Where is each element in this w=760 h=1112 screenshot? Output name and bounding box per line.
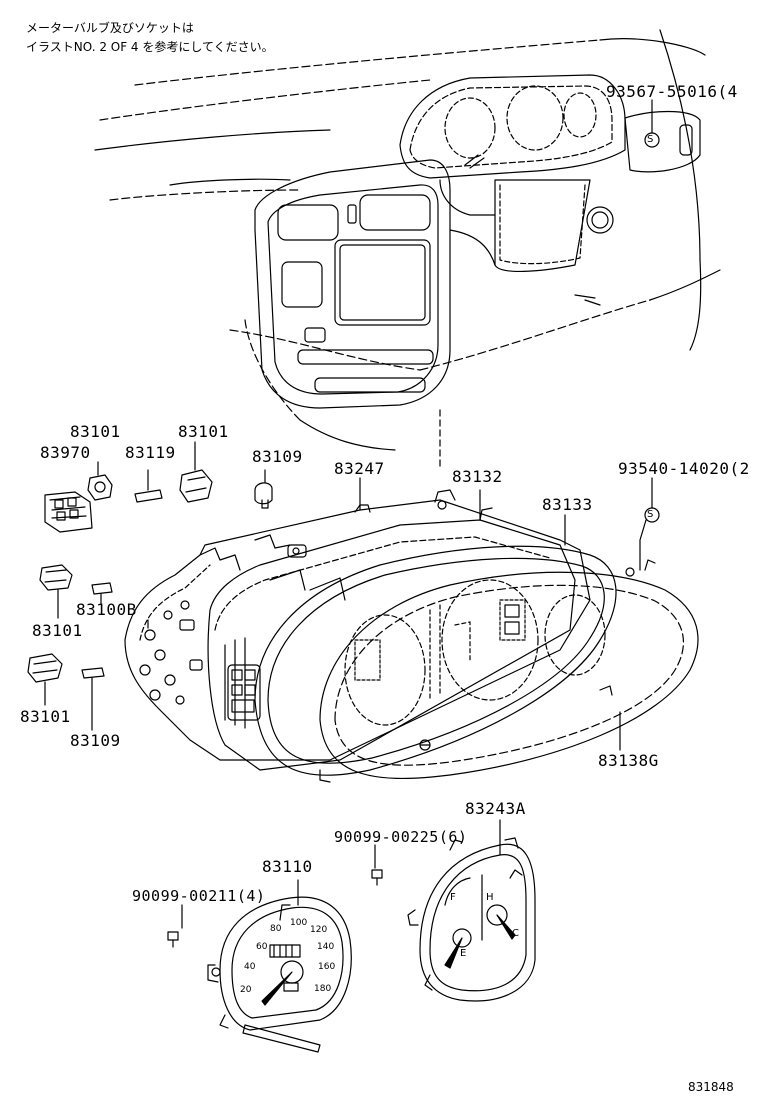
speedometer: [167, 879, 352, 1053]
small-parts: [27, 441, 273, 731]
part-label-83110[interactable]: 83110: [262, 857, 313, 876]
part-label-83109-a[interactable]: 83109: [252, 447, 303, 466]
part-label-83109-b[interactable]: 83109: [70, 731, 121, 750]
part-label-90099-00225[interactable]: 90099-00225(6): [334, 828, 468, 846]
speed-tick-60: 60: [256, 942, 268, 952]
speed-tick-180: 180: [314, 984, 332, 994]
fuel-full-mark: F: [450, 892, 456, 903]
temp-hot-mark: H: [486, 892, 494, 903]
part-label-83101-a[interactable]: 83101: [70, 422, 121, 441]
part-label-83970[interactable]: 83970: [40, 443, 91, 462]
part-label-93540[interactable]: 93540-14020(2: [618, 459, 750, 478]
speed-tick-120: 120: [310, 925, 328, 935]
part-label-83101-c[interactable]: 83101: [32, 621, 83, 640]
speed-tick-100: 100: [290, 918, 308, 928]
center-console: [254, 159, 591, 409]
speed-tick-40: 40: [244, 962, 256, 972]
part-label-83101-d[interactable]: 83101: [20, 707, 71, 726]
part-label-83247[interactable]: 83247: [334, 459, 385, 478]
speed-tick-140: 140: [317, 942, 335, 952]
fuel-empty-mark: E: [460, 948, 467, 959]
part-label-83138g[interactable]: 83138G: [598, 751, 659, 770]
fuel-temp-gauge: [371, 819, 536, 1002]
part-label-83132[interactable]: 83132: [452, 467, 503, 486]
temp-cold-mark: C: [512, 928, 519, 939]
part-label-83101-b[interactable]: 83101: [178, 422, 229, 441]
dashboard-outline: [94, 29, 721, 471]
note-line-2: イラストNO. 2 OF 4 を参考にしてください。: [26, 40, 274, 54]
screw-symbol-2-letter: S: [647, 509, 654, 520]
part-label-83119[interactable]: 83119: [125, 443, 176, 462]
note-line-1: メーターバルブ及びソケットは: [26, 21, 194, 35]
part-label-83243a[interactable]: 83243A: [465, 799, 526, 818]
speed-tick-80: 80: [270, 924, 282, 934]
speed-tick-160: 160: [318, 962, 336, 972]
screw-symbol-1: [644, 99, 660, 148]
part-label-90099-00211[interactable]: 90099-00211(4): [132, 887, 266, 905]
dash-cluster: [399, 74, 701, 306]
part-label-93567[interactable]: 93567-55016(4: [606, 82, 738, 101]
part-label-83133[interactable]: 83133: [542, 495, 593, 514]
illustration-code: 831848: [688, 1080, 734, 1094]
cluster-assembly: [124, 489, 699, 783]
assembly-leaders: [147, 477, 660, 751]
speed-tick-20: 20: [240, 985, 252, 995]
screw-symbol-1-letter: S: [647, 134, 654, 145]
part-label-83100b[interactable]: 83100B: [76, 600, 137, 619]
